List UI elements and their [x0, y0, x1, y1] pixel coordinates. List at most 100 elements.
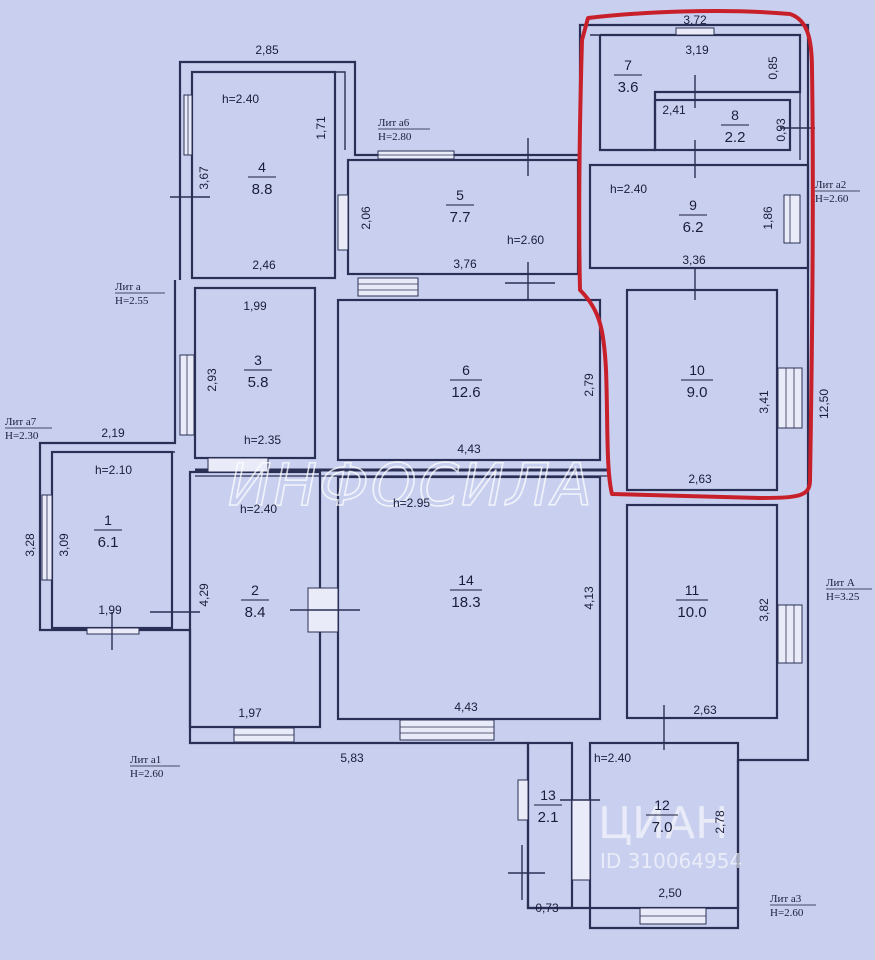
dimension-label: 5,83 — [340, 751, 364, 765]
window — [777, 367, 803, 429]
dimension-label: 4,29 — [197, 583, 211, 607]
room-area: 18.3 — [451, 594, 480, 611]
window — [783, 194, 801, 244]
room-9-label: 9 6.2 — [679, 197, 707, 236]
lit-label: Лит А — [826, 577, 855, 589]
room-labels: 4 8.8 5 7.7 7 3.6 8 2.2 9 6.2 10 9.0 — [94, 57, 749, 836]
lit-label: Лит а1 — [130, 754, 161, 766]
room-12-label: 12 7.0 — [646, 797, 678, 836]
lit-height: H=2.60 — [815, 193, 849, 205]
dimension-label: 1,99 — [243, 299, 267, 313]
ceiling-height: h=2.40 — [610, 182, 647, 196]
lit-label: Лит а — [115, 281, 141, 293]
room-area: 7.0 — [652, 819, 673, 836]
room-area: 2.1 — [538, 809, 559, 826]
room-area: 6.2 — [683, 219, 704, 236]
window — [337, 194, 349, 251]
ceiling-height: h=2.35 — [244, 433, 281, 447]
room-13-label: 13 2.1 — [534, 787, 562, 826]
room-number: 8 — [731, 107, 739, 123]
door-marks — [111, 75, 815, 900]
room-area: 8.4 — [245, 604, 266, 621]
room-7-walls — [598, 33, 802, 152]
ceiling-height: h=2.40 — [222, 92, 259, 106]
ceiling-height: h=2.60 — [507, 233, 544, 247]
lit-height: H=2.55 — [115, 295, 149, 307]
dimension-label: 2,06 — [359, 206, 373, 230]
room-number: 7 — [624, 57, 632, 73]
lit-label: Лит а2 — [815, 179, 846, 191]
dimension-label: 1,71 — [314, 116, 328, 140]
dimension-label: 1,86 — [761, 206, 775, 230]
room-number: 9 — [689, 197, 697, 213]
ceiling-height: h=2.10 — [95, 463, 132, 477]
room-number: 12 — [654, 797, 670, 813]
room-6-label: 6 12.6 — [450, 362, 482, 401]
room-10-label: 10 9.0 — [681, 362, 713, 401]
room-area: 5.8 — [248, 374, 269, 391]
room-number: 5 — [456, 187, 464, 203]
room-area: 12.6 — [451, 384, 480, 401]
dimension-label: 3,09 — [57, 533, 71, 557]
room-number: 3 — [254, 352, 262, 368]
dimension-label: 3,72 — [683, 13, 707, 27]
room-number: 13 — [540, 787, 556, 803]
dimension-label: 3,67 — [197, 166, 211, 190]
room-10-walls — [625, 288, 779, 492]
lit-label: Лит а3 — [770, 893, 802, 905]
room-11-walls — [625, 503, 779, 720]
cian-id-text: ID 310064954 — [600, 849, 742, 873]
lit-height: H=2.60 — [770, 907, 804, 919]
window — [207, 457, 269, 473]
room-number: 2 — [251, 582, 259, 598]
dimension-label: 0,73 — [535, 901, 559, 915]
ceiling-height: h=2.95 — [393, 496, 430, 510]
cian-logo-text: ЦИАН — [598, 798, 728, 849]
dimension-label: 1,97 — [238, 706, 262, 720]
room-4-walls — [190, 70, 337, 280]
room-2-label: 2 8.4 — [241, 582, 269, 621]
room-number: 10 — [689, 362, 705, 378]
room-11-label: 11 10.0 — [676, 582, 708, 621]
lit-height: H=3.25 — [826, 591, 860, 603]
room-8-label: 8 2.2 — [721, 107, 749, 146]
door-frame — [571, 799, 591, 881]
window — [517, 779, 529, 821]
window — [399, 719, 495, 741]
room-area: 8.8 — [252, 181, 273, 198]
lit-labels: Лит а6 H=2.80 Лит а2 H=2.60 Лит а H=2.55… — [5, 117, 872, 919]
windows — [41, 27, 803, 925]
dimension-label: 3,28 — [23, 533, 37, 557]
lit-label: Лит а7 — [5, 416, 37, 428]
dimension-label: 2,85 — [255, 43, 279, 57]
room-area: 10.0 — [677, 604, 706, 621]
dimension-label: 4,43 — [457, 442, 481, 456]
room-area: 3.6 — [618, 79, 639, 96]
room-area: 2.2 — [725, 129, 746, 146]
dimension-label: 2,50 — [658, 886, 682, 900]
dimension-label: 3,82 — [757, 598, 771, 622]
room-9-walls — [588, 163, 810, 270]
ceiling-height: h=2.40 — [240, 502, 277, 516]
dimension-label: 4,13 — [582, 586, 596, 610]
dimension-labels: 2,85 1,71 3,67 2,46 2,06 3,76 3,72 3,19 … — [23, 13, 831, 915]
window — [357, 277, 419, 297]
ceiling-height: h=2.40 — [594, 751, 631, 765]
room-3-label: 3 5.8 — [244, 352, 272, 391]
dimension-label: 2,63 — [693, 703, 717, 717]
dimension-label: 2,46 — [252, 258, 276, 272]
room-1-label: 1 6.1 — [94, 512, 122, 551]
window — [777, 604, 803, 664]
lit-height: H=2.80 — [378, 131, 412, 143]
ceiling-heights: h=2.40 h=2.60 h=2.40 h=2.35 h=2.10 h=2.4… — [95, 92, 647, 765]
dimension-label: 3,76 — [453, 257, 477, 271]
room-number: 1 — [104, 512, 112, 528]
room-4-label: 4 8.8 — [248, 159, 276, 198]
room-area: 9.0 — [687, 384, 708, 401]
infosila-watermark: ИНФОСИЛА — [228, 451, 594, 519]
dimension-label: 2,19 — [101, 426, 125, 440]
highlight-outline — [577, 9, 815, 500]
room-area: 7.7 — [450, 209, 471, 226]
dimension-label: 0,93 — [774, 118, 788, 142]
cian-watermark: ЦИАН ID 310064954 — [598, 798, 742, 873]
